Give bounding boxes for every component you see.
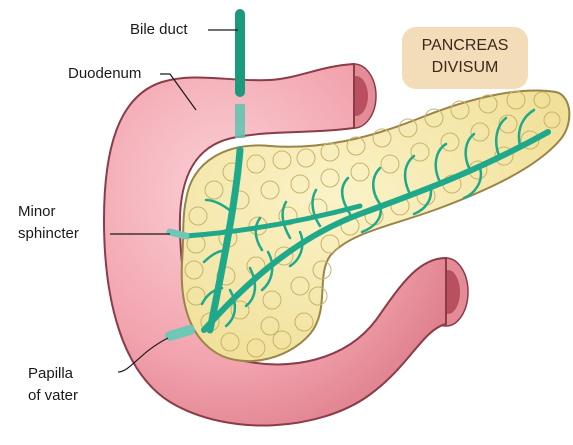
minor-sphincter-label-line2: sphincter bbox=[18, 224, 79, 243]
papilla-of-vater bbox=[170, 330, 190, 336]
duodenum-label: Duodenum bbox=[68, 64, 141, 83]
minor-sphincter bbox=[170, 232, 186, 236]
papilla-label-line2: of vater bbox=[28, 386, 78, 405]
papilla-label-line1: Papilla bbox=[28, 364, 73, 383]
bile-duct-label: Bile duct bbox=[130, 20, 188, 39]
title-line1: PANCREAS bbox=[402, 35, 528, 57]
title-text: PANCREAS DIVISUM bbox=[402, 35, 528, 79]
minor-sphincter-label-line1: Minor bbox=[18, 202, 56, 221]
title-line2: DIVISUM bbox=[402, 57, 528, 79]
